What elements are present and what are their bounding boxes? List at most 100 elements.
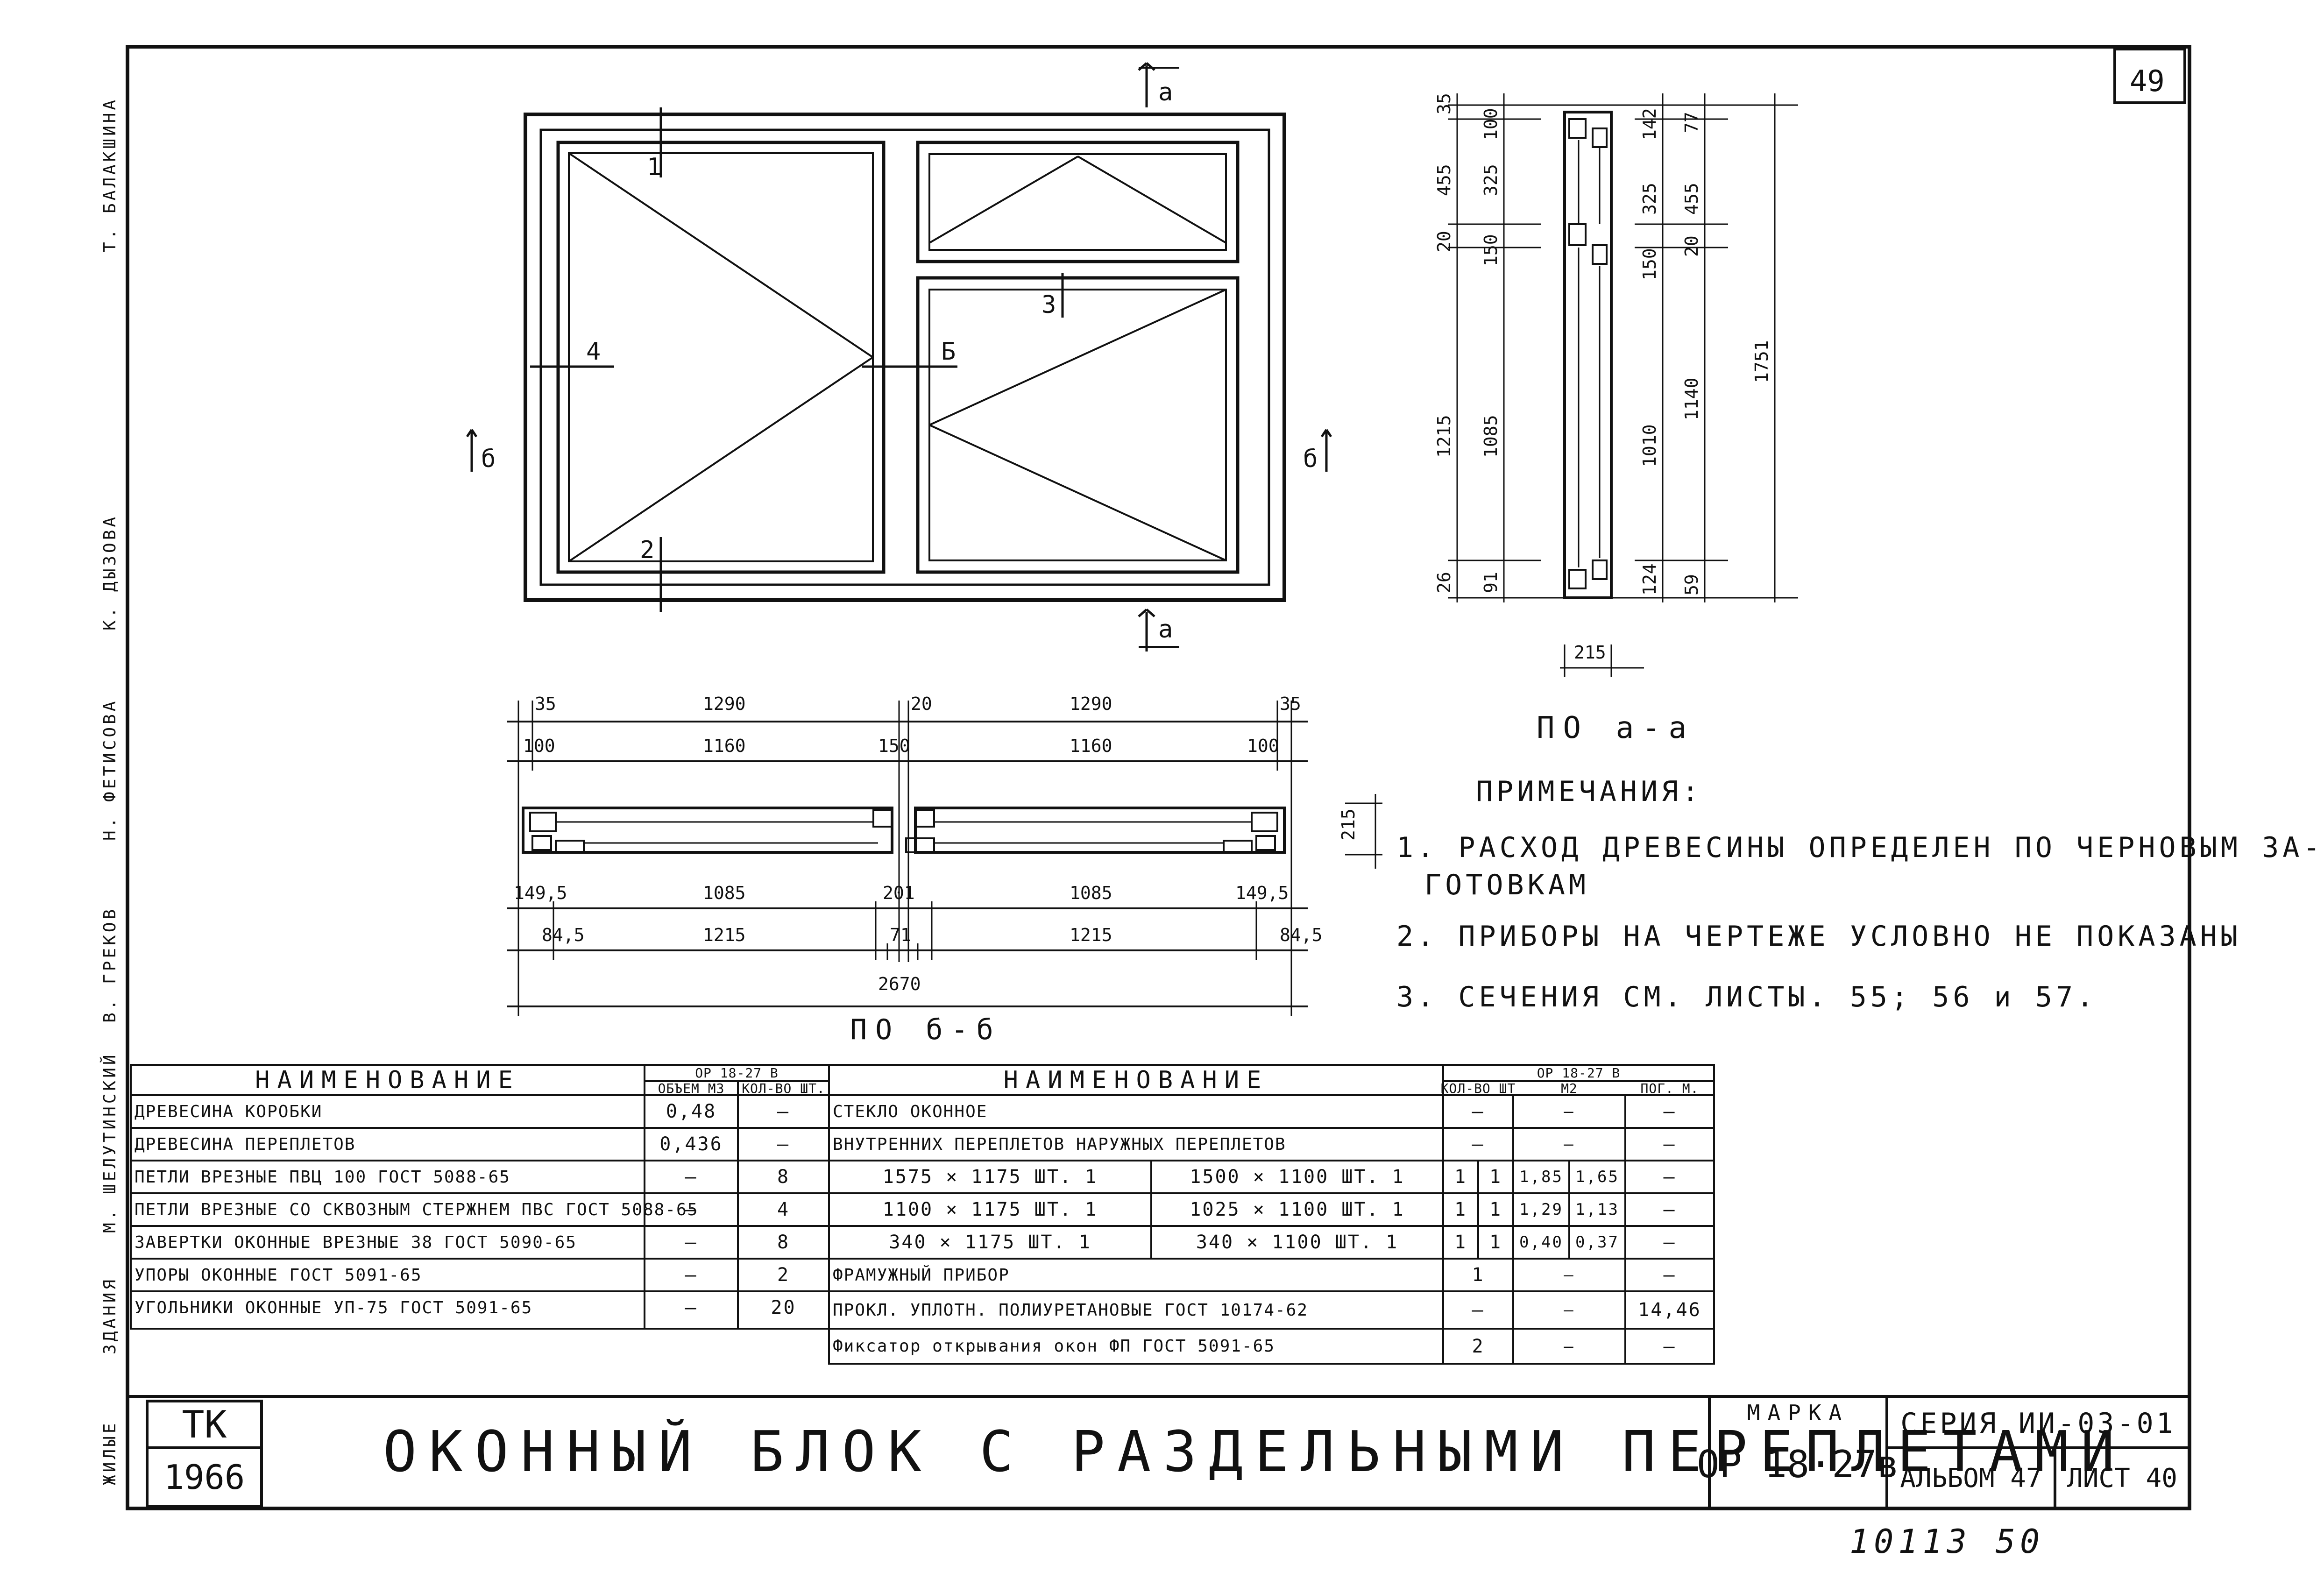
table-right-inner-size: 1575 × 1175 ШТ. 1 <box>882 1166 1098 1188</box>
section-mark-a-top: а <box>1158 78 1173 106</box>
table-right-outer-size: 340 × 1100 ШТ. 1 <box>1196 1232 1399 1253</box>
table-right-name: ПРОКЛ. УПЛОТН. ПОЛИУРЕТАНОВЫЕ ГОСТ 10174… <box>833 1300 1308 1320</box>
table-right-m2: 0,40 <box>1519 1233 1563 1252</box>
table-left-qty: — <box>777 1101 790 1122</box>
dim-bb: 84,5 <box>1280 925 1323 945</box>
table-left-volume: 0,436 <box>659 1133 723 1155</box>
dim-aa-width: 215 <box>1574 642 1606 663</box>
table-right-m2: 1,65 <box>1575 1168 1619 1186</box>
dim-aa: 91 <box>1481 572 1501 593</box>
dim-bb: 1290 <box>1070 694 1112 714</box>
table-left-name: ЗАВЕРТКИ ОКОННЫЕ ВРЕЗНЫЕ 38 ГОСТ 5090-65 <box>135 1232 577 1252</box>
note-item: 3. СЕЧЕНИЯ СМ. ЛИСТЫ. 55; 56 и 57. <box>1396 981 2097 1013</box>
table-left-volume: — <box>685 1232 698 1253</box>
dim-aa: 325 <box>1481 164 1501 196</box>
table-right-pm: — <box>1663 1133 1676 1155</box>
dim-bb: 1215 <box>1070 925 1112 945</box>
sheet-no: ЛИСТ 40 <box>2067 1463 2177 1494</box>
section-bb-caption: ПО б-б <box>850 1013 1002 1046</box>
signature-3: Н. ФЕТИСОВА <box>100 698 120 841</box>
table-left-qty: 8 <box>777 1166 790 1188</box>
table-left-volume: — <box>685 1297 698 1318</box>
section-aa-caption: ПО а-а <box>1537 711 1695 745</box>
table-left-name: ДРЕВЕСИНА КОРОБКИ <box>135 1102 323 1121</box>
dim-bb: 100 <box>523 736 555 756</box>
table-right-mark: ОР 18-27 В <box>1537 1065 1621 1081</box>
callout-1: 1 <box>647 153 661 181</box>
table-right-m2: 0,37 <box>1575 1233 1619 1252</box>
table-left-qty: 20 <box>771 1297 796 1318</box>
signature-1: Т. БАЛАКШИНА <box>100 97 120 252</box>
note-item: 1. РАСХОД ДРЕВЕСИНЫ ОПРЕДЕЛЕН ПО ЧЕРНОВЫ… <box>1396 831 2324 864</box>
dim-aa: 1010 <box>1639 424 1660 467</box>
dim-aa: 150 <box>1639 248 1660 280</box>
table-right-pm: — <box>1663 1232 1676 1253</box>
table-left-name: ДРЕВЕСИНА ПЕРЕПЛЕТОВ <box>135 1134 356 1154</box>
dim-bb: 35 <box>1280 694 1301 714</box>
table-right-m2: 1,29 <box>1519 1200 1563 1219</box>
table-right-pm: 14,46 <box>1638 1299 1701 1321</box>
table-right-col-m2: М2 <box>1561 1080 1578 1096</box>
table-left-name: ПЕТЛИ ВРЕЗНЫЕ ПВЦ 100 ГОСТ 5088-65 <box>135 1167 510 1187</box>
drawing-title: ОКОННЫЙ БЛОК С РАЗДЕЛЬНЫМИ ПЕРЕПЛЕТАМИ <box>383 1420 2127 1485</box>
table-right-title: НАИМЕНОВАНИЕ <box>1003 1066 1269 1094</box>
table-right-col-pm: ПОГ. М. <box>1640 1080 1699 1096</box>
table-left-name: ПЕТЛИ ВРЕЗНЫЕ СО СКВОЗНЫМ СТЕРЖНЕМ ПВС Г… <box>135 1200 699 1219</box>
signature-5: М. ШЕЛУТИНСКИЙ <box>100 1052 120 1233</box>
dim-bb: 1085 <box>703 883 746 903</box>
table-left-name: УГОЛЬНИКИ ОКОННЫЕ УП-75 ГОСТ 5091-65 <box>135 1298 533 1317</box>
table-left-volume: — <box>685 1264 698 1286</box>
table-left-volume: 0,48 <box>666 1101 717 1122</box>
table-right-name: ФРАМУЖНЫЙ ПРИБОР <box>833 1265 1010 1285</box>
dim-aa: 325 <box>1639 183 1660 215</box>
note-item: 2. ПРИБОРЫ НА ЧЕРТЕЖЕ УСЛОВНО НЕ ПОКАЗАН… <box>1396 920 2242 953</box>
table-right-qty: — <box>1472 1101 1485 1122</box>
table-right-name: Фиксатор открывания окон ФП ГОСТ 5091-65 <box>833 1337 1275 1356</box>
callout-b: Б <box>941 338 956 366</box>
table-right-qty: 1 <box>1489 1232 1502 1253</box>
notes-heading: ПРИМЕЧАНИЯ: <box>1476 775 1703 808</box>
dim-aa: 20 <box>1434 231 1454 252</box>
dim-bb: 1290 <box>703 694 746 714</box>
table-right-qty: 1 <box>1454 1199 1467 1220</box>
table-right-name: СТЕКЛО ОКОННОЕ <box>833 1102 988 1121</box>
dim-bb: 149,5 <box>514 883 567 903</box>
dim-aa: 100 <box>1481 108 1501 140</box>
album: АЛЬБОМ 47 <box>1900 1463 2042 1494</box>
dim-bb: 1160 <box>703 736 746 756</box>
handwritten-number: 10113 50 <box>1849 1522 2044 1561</box>
dim-bb: 1215 <box>703 925 746 945</box>
table-left-volume: — <box>685 1199 698 1220</box>
dim-aa: 20 <box>1681 235 1702 257</box>
year: 1966 <box>163 1457 245 1497</box>
table-right-col-qty: КОЛ-ВО ШТ <box>1440 1080 1516 1096</box>
dim-aa: 26 <box>1434 572 1454 593</box>
table-left-volume: — <box>685 1166 698 1188</box>
table-right-m2: 1,85 <box>1519 1168 1563 1186</box>
table-right-pm: — <box>1663 1199 1676 1220</box>
table-right-m2: — <box>1564 1337 1575 1356</box>
table-left-title: НАИМЕНОВАНИЕ <box>255 1066 520 1094</box>
table-left-qty: — <box>777 1133 790 1155</box>
dim-aa: 150 <box>1481 234 1501 266</box>
note-item: ГОТОВКАМ <box>1424 869 1589 901</box>
table-right-m2: — <box>1564 1266 1575 1284</box>
table-right-qty: — <box>1472 1133 1485 1155</box>
table-right-m2: — <box>1564 1135 1575 1154</box>
dim-bb: 201 <box>883 883 915 903</box>
table-right-name: ВНУТРЕННИХ ПЕРЕПЛЕТОВ НАРУЖНЫХ ПЕРЕПЛЕТО… <box>833 1134 1286 1154</box>
table-right-qty: 1 <box>1454 1166 1467 1188</box>
org-code: ТК <box>182 1402 227 1446</box>
dim-bb: 1085 <box>1070 883 1112 903</box>
dim-bb: 71 <box>890 925 911 945</box>
table-right-m2: — <box>1564 1102 1575 1121</box>
dim-bb: 100 <box>1247 736 1279 756</box>
table-right-m2: — <box>1564 1301 1575 1319</box>
table-right-outer-size: 1500 × 1100 ШТ. 1 <box>1190 1166 1405 1188</box>
table-left-qty: 4 <box>777 1199 790 1220</box>
table-right-qty: 2 <box>1472 1335 1485 1357</box>
dim-bb: 149,5 <box>1235 883 1289 903</box>
table-left-qty: 2 <box>777 1264 790 1286</box>
table-left-col-qty: КОЛ-ВО ШТ. <box>742 1080 825 1096</box>
mark-value: ОР 18·27в <box>1697 1442 1899 1486</box>
